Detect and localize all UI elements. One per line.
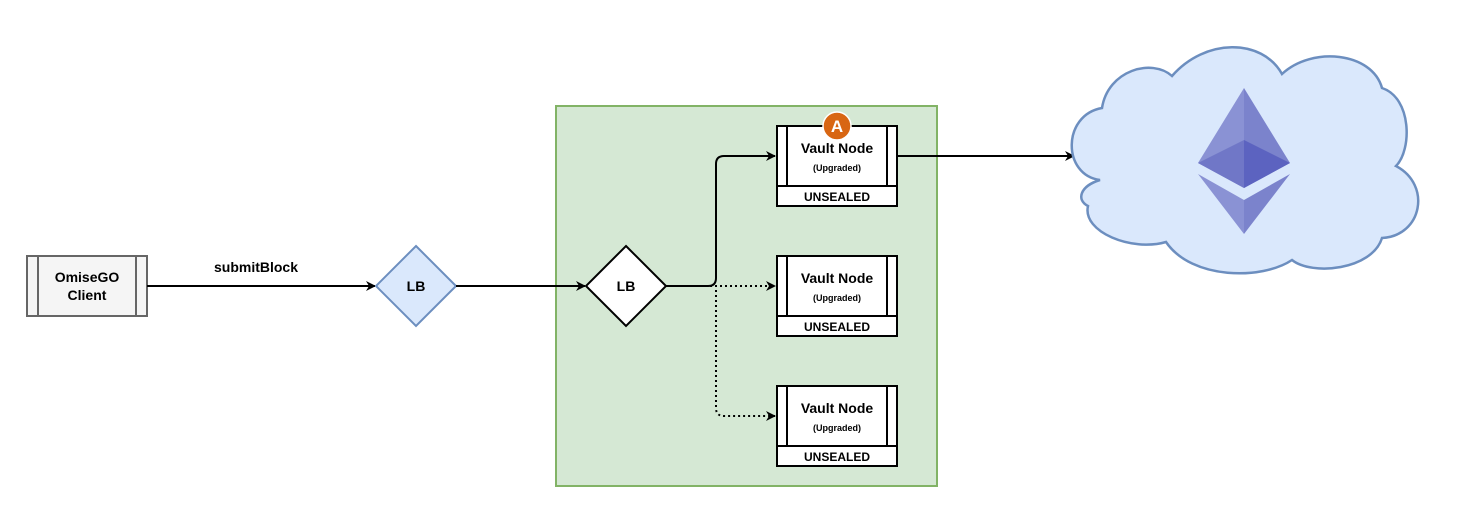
vault-node-1-status: UNSEALED (804, 190, 870, 204)
vault-node-3[interactable]: Vault Node (Upgraded) UNSEALED (776, 385, 898, 467)
ethereum-icon (1198, 88, 1290, 234)
vault-node-2-title: Vault Node (801, 270, 874, 286)
edge-lb-to-vault-3 (715, 290, 776, 421)
vault-node-2-status: UNSEALED (804, 320, 870, 334)
vault-node-1-title: Vault Node (801, 140, 874, 156)
vault-node-3-subtitle: (Upgraded) (813, 423, 861, 433)
load-balancer-outer[interactable]: LB (374, 244, 458, 328)
load-balancer-inner-label: LB (617, 278, 636, 294)
vault-node-3-title: Vault Node (801, 400, 874, 416)
omisego-client-label-line1: OmiseGO (55, 269, 120, 285)
submitblock-label: submitBlock (214, 259, 298, 275)
badge-a: A (822, 111, 852, 141)
load-balancer-inner[interactable]: LB (584, 244, 668, 328)
load-balancer-outer-label: LB (407, 278, 426, 294)
vault-node-2-subtitle: (Upgraded) (813, 293, 861, 303)
omisego-client-label-line2: Client (68, 287, 107, 303)
badge-a-label: A (831, 117, 843, 136)
vault-node-3-status: UNSEALED (804, 450, 870, 464)
vault-node-1-subtitle: (Upgraded) (813, 163, 861, 173)
vault-node-2[interactable]: Vault Node (Upgraded) UNSEALED (776, 255, 898, 337)
omisego-client-node[interactable]: OmiseGO Client (26, 255, 148, 317)
